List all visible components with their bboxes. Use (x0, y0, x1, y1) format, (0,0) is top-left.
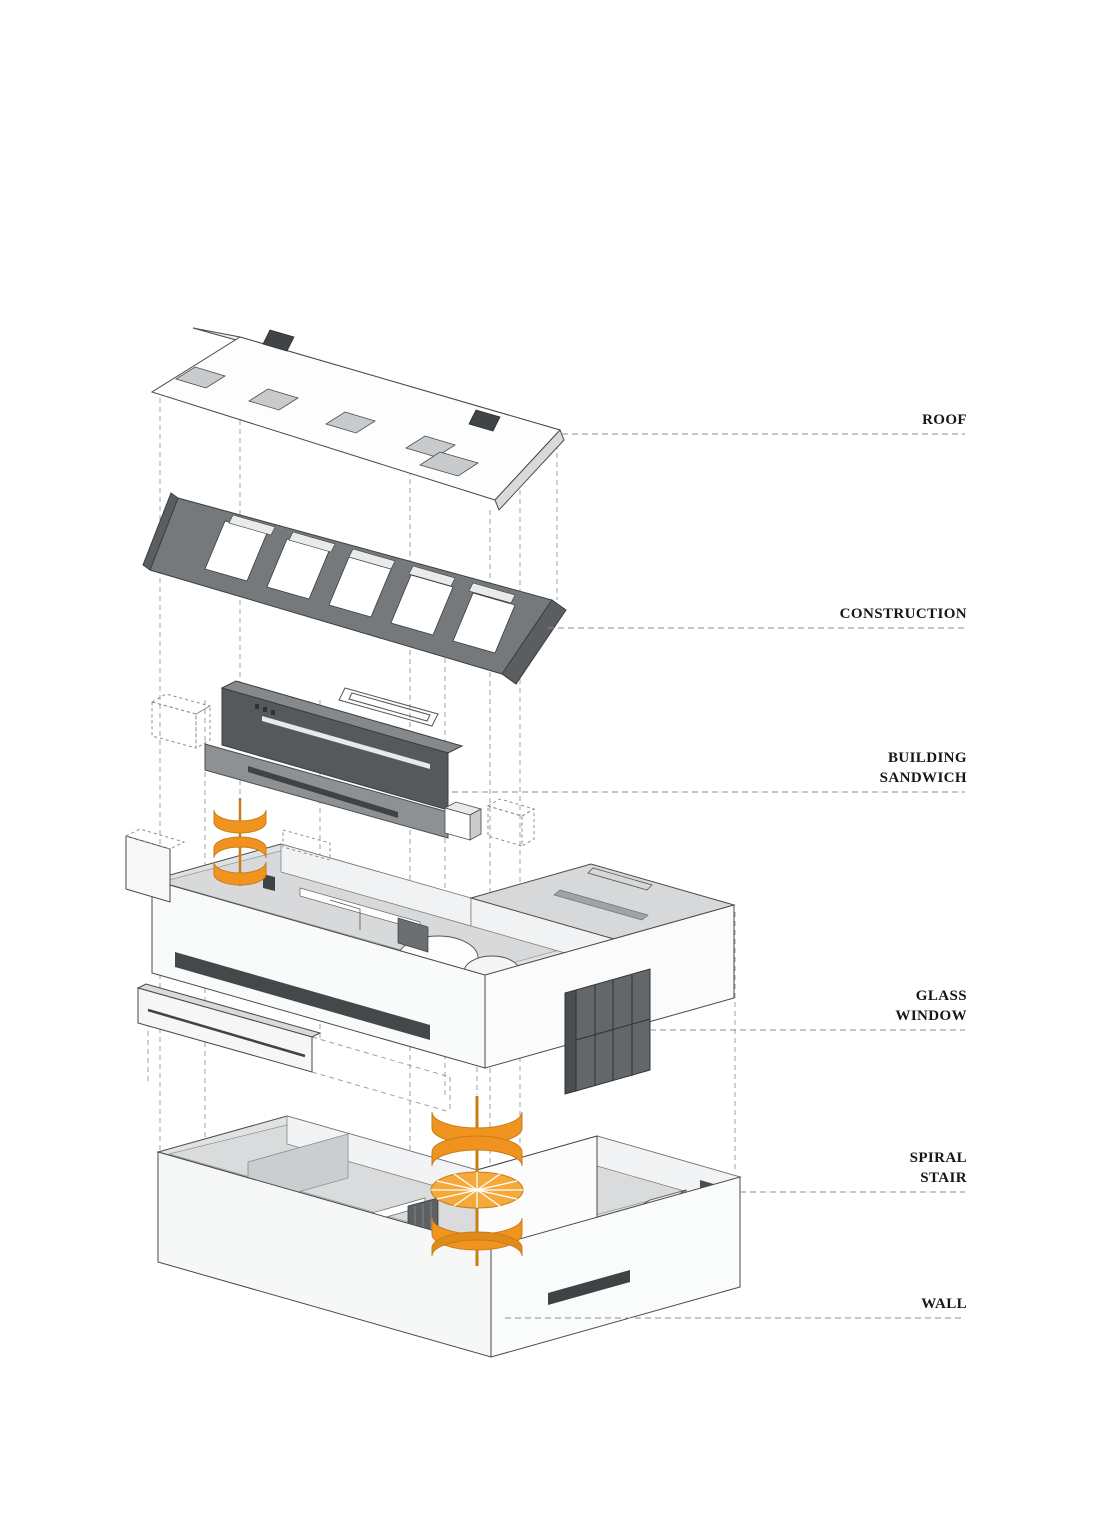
construction-slits (228, 514, 516, 604)
front-low-wall (136, 983, 322, 1073)
label-spiral-stair-line2: STAIR (920, 1170, 967, 1186)
glass-window-layer (124, 798, 736, 1095)
label-construction-text: CONSTRUCTION (839, 606, 967, 622)
label-building-sandwich-line2: SANDWICH (879, 770, 967, 786)
roof-layer (150, 327, 565, 511)
label-glass-window-line2: WINDOW (895, 1008, 967, 1024)
glass-window-panel (564, 968, 651, 1095)
label-wall: WALL (921, 1294, 967, 1314)
label-leader-lines (452, 433, 965, 1319)
label-wall-text: WALL (921, 1296, 967, 1312)
roof-skylights (175, 366, 479, 477)
spiral-stair-main (430, 1096, 524, 1266)
left-wall-panel (124, 828, 331, 903)
roof-chimneys (262, 329, 501, 432)
sandwich-frame (338, 687, 439, 727)
label-glass-window: GLASS WINDOW (895, 986, 967, 1026)
label-roof-text: ROOF (922, 412, 967, 428)
label-building-sandwich-line1: BUILDING (887, 750, 967, 766)
sandwich-dashed-cubes (150, 693, 536, 847)
building-sandwich-layer (150, 680, 536, 847)
construction-openings (204, 520, 516, 654)
spiral-treads (431, 1172, 523, 1208)
label-construction: CONSTRUCTION (840, 604, 967, 624)
sandwich-cube (443, 801, 483, 841)
label-glass-window-line1: GLASS (915, 988, 967, 1004)
label-spiral-stair: SPIRAL STAIR (910, 1148, 967, 1188)
label-building-sandwich: BUILDING SANDWICH (880, 748, 967, 788)
label-spiral-stair-line1: SPIRAL (909, 1150, 967, 1166)
label-roof: ROOF (922, 410, 967, 430)
construction-layer (142, 492, 567, 685)
spiral-stair-upper (213, 798, 267, 886)
